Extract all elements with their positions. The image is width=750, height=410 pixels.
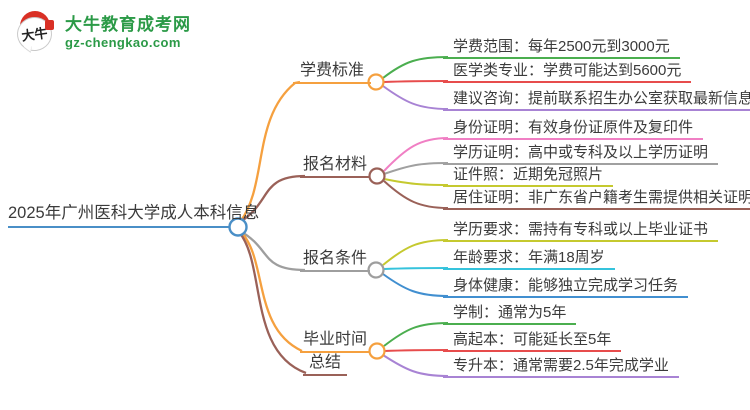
materials-node-circle bbox=[368, 167, 386, 185]
graduate-node-circle bbox=[368, 342, 386, 360]
branch-materials[interactable]: 报名材料 bbox=[300, 154, 370, 178]
branch-summary[interactable]: 总结 bbox=[303, 352, 347, 376]
leaf-medical-major-fee[interactable]: 医学类专业：学费可能达到5600元 bbox=[443, 60, 692, 83]
logo-domain: gz-chengkao.com bbox=[65, 34, 181, 50]
leaf-consult-advice[interactable]: 建议咨询：提前联系招生办公室获取最新信息 bbox=[443, 88, 750, 111]
leaf-id-photo[interactable]: 证件照：近期免冠照片 bbox=[443, 164, 614, 187]
branch-graduation-time[interactable]: 毕业时间 bbox=[300, 329, 370, 353]
leaf-tuition-range[interactable]: 学费范围：每年2500元到3000元 bbox=[443, 36, 680, 59]
leaf-education-requirement[interactable]: 学历要求：需持有专科或以上毕业证书 bbox=[443, 219, 719, 242]
branch-conditions[interactable]: 报名条件 bbox=[300, 248, 370, 272]
logo-bull-icon: 大牛 bbox=[14, 11, 56, 54]
site-logo[interactable]: 大牛 大牛教育成考网 gz-chengkao.com bbox=[14, 11, 191, 54]
leaf-residence-proof[interactable]: 居住证明：非广东省户籍考生需提供相关证明 bbox=[443, 187, 750, 210]
leaf-gaoqiben-duration[interactable]: 高起本：可能延长至5年 bbox=[443, 329, 622, 352]
leaf-age-requirement[interactable]: 年龄要求：年满18周岁 bbox=[443, 247, 615, 270]
logo-seal-icon bbox=[45, 20, 54, 30]
leaf-education-proof[interactable]: 学历证明：高中或专科及以上学历证明 bbox=[443, 142, 719, 165]
conditions-node-circle bbox=[367, 261, 385, 279]
root-topic[interactable]: 2025年广州医科大学成人本科信息 bbox=[8, 201, 259, 228]
leaf-identity-proof[interactable]: 身份证明：有效身份证原件及复印件 bbox=[443, 117, 704, 140]
branch-tuition[interactable]: 学费标准 bbox=[293, 60, 371, 84]
leaf-health-requirement[interactable]: 身体健康：能够独立完成学习任务 bbox=[443, 275, 689, 298]
leaf-study-duration[interactable]: 学制：通常为5年 bbox=[443, 302, 577, 325]
leaf-zhuanshengben-duration[interactable]: 专升本：通常需要2.5年完成学业 bbox=[443, 355, 679, 378]
logo-title: 大牛教育成考网 bbox=[65, 14, 191, 34]
